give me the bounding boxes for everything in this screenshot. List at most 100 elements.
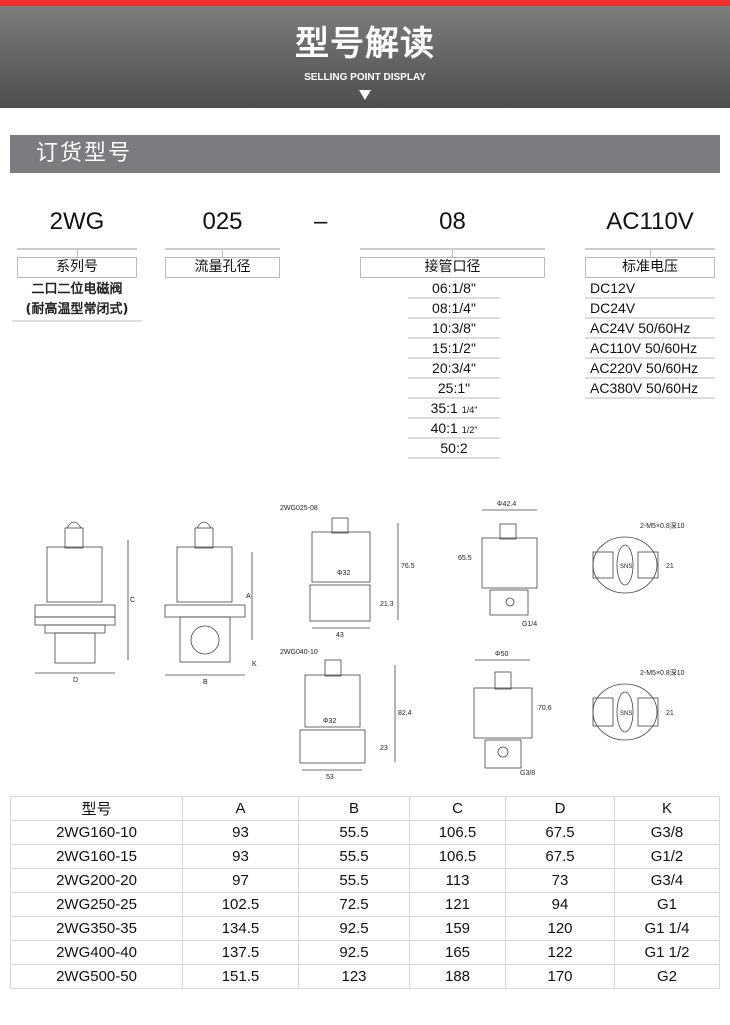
table-cell: 92.5 [298,940,410,965]
table-cell: 97 [182,868,299,893]
port-item: 40:1 1/2" [408,419,500,439]
dim-letter-b: B [203,679,208,686]
code-voltage: AC110V [585,208,715,250]
table-cell: 55.5 [298,868,410,893]
table-cell: 188 [409,964,506,989]
label-voltage: 标准电压 [585,257,715,278]
table-cell: 159 [409,916,506,941]
table-cell: 92.5 [298,916,410,941]
series-description: 二口二位电磁阀 (耐高温型常闭式) [12,280,142,322]
banner-subtitle: SELLING POINT DISPLAY [304,72,426,83]
voltage-item: AC24V 50/60Hz [585,319,715,339]
header-cell: C [409,796,506,821]
svg-text:23: 23 [380,745,388,752]
model-label: 2WG040-10 [280,649,318,656]
drawing-side-1: Φ42.4 65.5G1/4 [458,501,538,628]
series-desc-line: 二口二位电磁阀 [31,282,123,297]
section-title: 订货型号 [10,135,720,173]
port-item: 35:1 1/4" [408,399,500,419]
port-item: 50:2 [408,439,500,459]
table-cell: 121 [409,892,506,917]
port-item: 25:1" [408,379,500,399]
svg-text:76.5: 76.5 [401,563,415,570]
table-cell: G3/4 [614,868,720,893]
svg-text:2-M5×0.8深10: 2-M5×0.8深10 [640,668,685,677]
connector-line [650,250,651,257]
table-cell: G1 [614,892,720,917]
voltage-item: AC220V 50/60Hz [585,359,715,379]
voltage-item: AC380V 50/60Hz [585,379,715,399]
label-flow: 流量孔径 [165,257,280,278]
header-cell: A [182,796,299,821]
svg-text:SNS: SNS [620,564,632,570]
dim-letter-c: C [130,597,135,604]
header-cell: K [614,796,720,821]
port-item: 06:1/8" [408,279,500,299]
svg-text:Φ32: Φ32 [337,570,350,577]
table-cell: 2WG200-20 [10,868,183,893]
table-cell: 170 [505,964,615,989]
table-cell: 106.5 [409,820,506,845]
table-cell: 134.5 [182,916,299,941]
code-flow: 025 [165,208,280,250]
table-cell: 120 [505,916,615,941]
label-series: 系列号 [17,257,137,278]
svg-text:21: 21 [666,563,674,570]
svg-text:2-M5×0.8深10: 2-M5×0.8深10 [640,521,685,530]
table-cell: 122 [505,940,615,965]
header-cell: B [298,796,410,821]
port-item: 08:1/4" [408,299,500,319]
table-cell: 102.5 [182,892,299,917]
table-cell: 93 [182,820,299,845]
connector-line [222,250,223,257]
banner-title: 型号解读 [295,24,435,64]
series-desc-line: (耐高温型常闭式) [12,300,142,322]
svg-text:70.6: 70.6 [538,705,552,712]
table-cell: 137.5 [182,940,299,965]
table-cell: 73 [505,868,615,893]
dim-letter-d: D [73,677,78,684]
svg-text:G3/8: G3/8 [520,770,535,777]
svg-text:Φ32: Φ32 [323,718,336,725]
table-cell: 151.5 [182,964,299,989]
voltage-item: AC110V 50/60Hz [585,339,715,359]
voltage-item: DC12V [585,279,715,299]
table-cell: G1 1/2 [614,940,720,965]
table-cell: 55.5 [298,844,410,869]
table-cell: 67.5 [505,820,615,845]
header-cell: D [505,796,615,821]
connector-line [452,250,453,257]
svg-text:82.4: 82.4 [398,710,412,717]
voltage-item: DC24V [585,299,715,319]
svg-text:SNS: SNS [620,711,632,717]
code-dash: – [314,208,328,235]
dim-letter-k: K [252,661,257,668]
table-cell: 165 [409,940,506,965]
table-cell: 2WG160-15 [10,844,183,869]
drawing-side-2: Φ50 70.6G3/8 [473,651,552,777]
table-cell: G1 1/4 [614,916,720,941]
table-cell: 2WG160-10 [10,820,183,845]
svg-text:65.5: 65.5 [458,555,472,562]
svg-text:Φ42.4: Φ42.4 [497,501,516,508]
model-label: 2WG025-08 [280,505,318,512]
label-port: 接管口径 [360,257,545,278]
svg-text:53: 53 [326,774,334,781]
header-banner: 型号解读 SELLING POINT DISPLAY [0,0,730,108]
triangle-down-icon [359,90,371,100]
svg-text:21: 21 [666,710,674,717]
table-cell: 67.5 [505,844,615,869]
table-cell: 94 [505,892,615,917]
code-port: 08 [360,208,545,250]
